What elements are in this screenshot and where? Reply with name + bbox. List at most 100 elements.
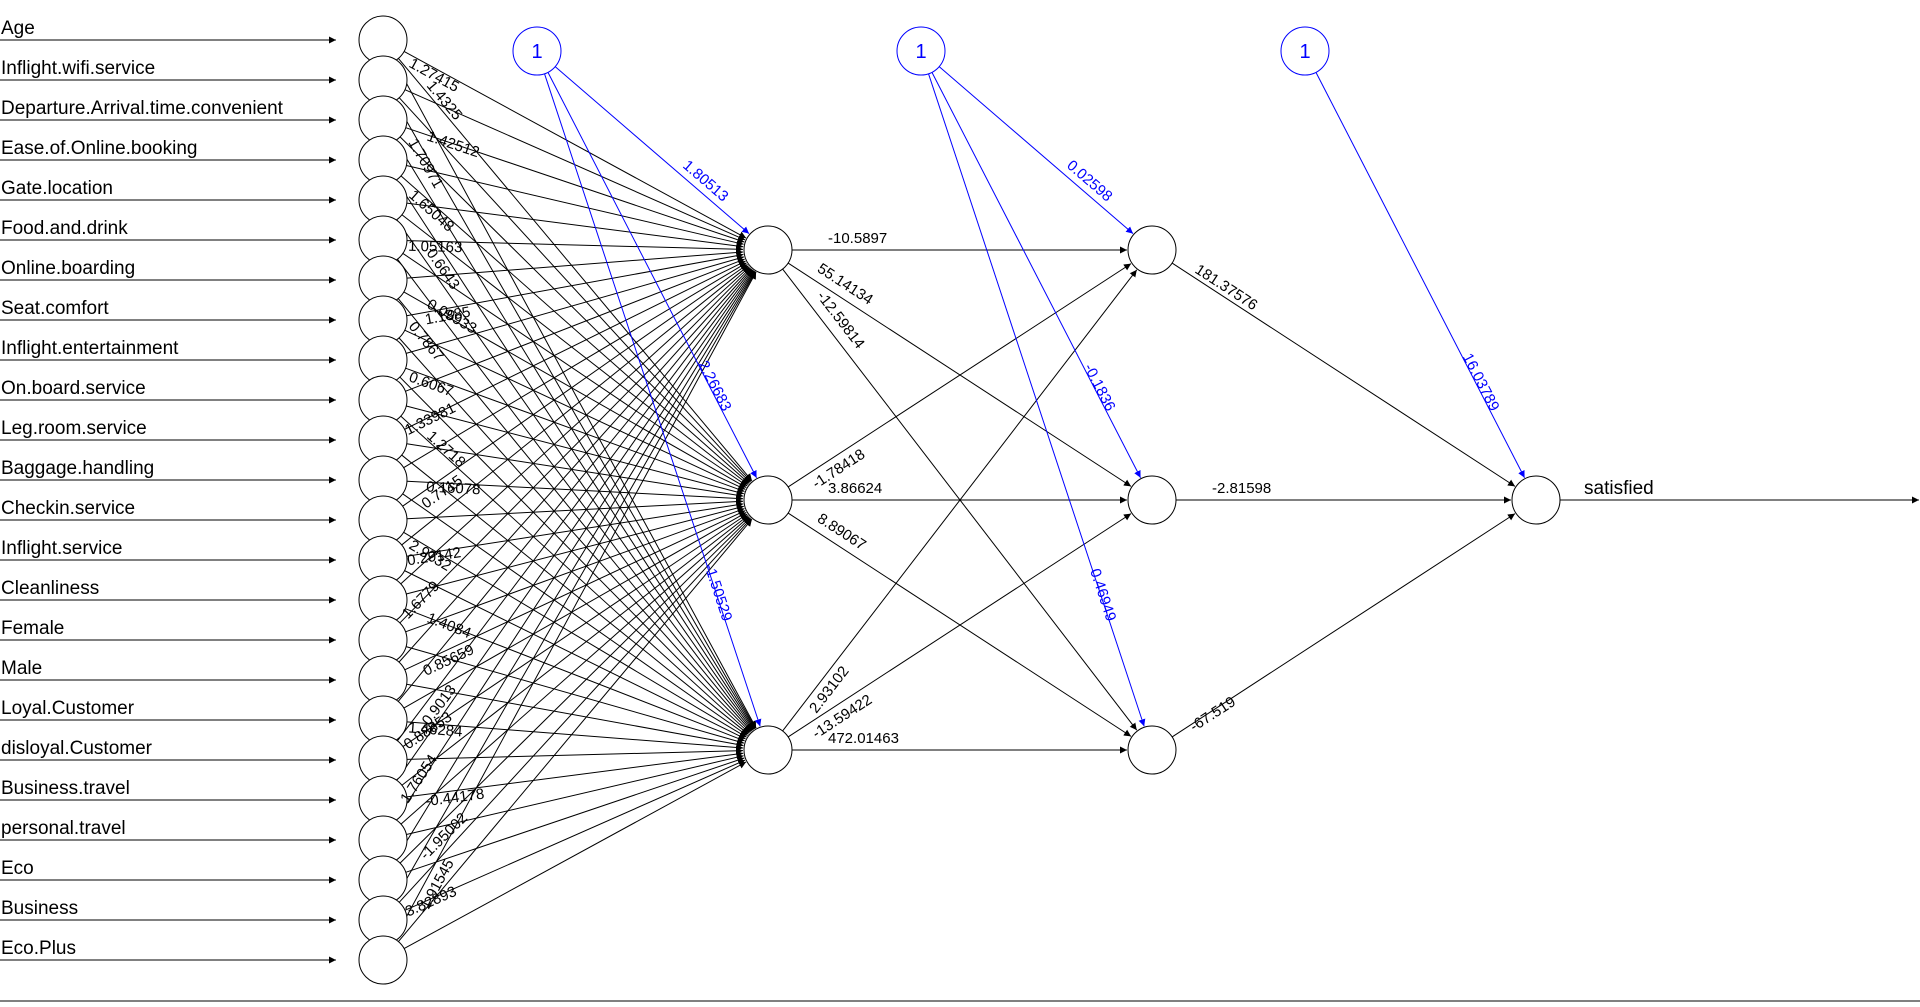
edge-input-17-to-hidden1-0 bbox=[397, 269, 753, 702]
edge-input-18-to-hidden1-0 bbox=[397, 269, 754, 742]
input-label-0: Age bbox=[1, 18, 35, 39]
edge-input-21-to-hidden1-2 bbox=[405, 756, 745, 873]
bias-weight-hidden2-0: 0.02598 bbox=[1063, 157, 1115, 205]
output-label: satisfied bbox=[1584, 478, 1654, 499]
input-label-15: Female bbox=[1, 618, 64, 639]
input-label-11: Baggage.handling bbox=[1, 458, 154, 479]
edge-input-0-to-hidden1-1 bbox=[398, 58, 753, 482]
edge-input-9-to-hidden1-2 bbox=[400, 415, 750, 734]
edge-input-0-to-hidden1-2 bbox=[394, 60, 757, 729]
bias-edge-0-0 bbox=[554, 66, 750, 235]
input-weight-label-25: -1.95002 bbox=[417, 810, 471, 864]
edge-input-21-to-hidden1-0 bbox=[395, 271, 756, 860]
edge-input-20-to-hidden1-1 bbox=[400, 516, 750, 825]
input-weight-label-6: 1.05163 bbox=[408, 238, 463, 256]
edge-layer bbox=[0, 36, 1919, 964]
edge-input-1-to-hidden1-2 bbox=[394, 100, 756, 729]
edge-input-23-to-hidden1-1 bbox=[398, 518, 753, 942]
edge-input-3-to-hidden1-1 bbox=[400, 175, 750, 484]
edge-input-1-to-hidden1-1 bbox=[398, 97, 752, 482]
input-label-13: Inflight.service bbox=[1, 538, 122, 559]
hidden2-node-2 bbox=[1127, 725, 1177, 775]
edge-hidden2-2-to-output bbox=[1171, 513, 1516, 738]
input-label-14: Cleanliness bbox=[1, 578, 99, 599]
input-weight-label-11: 1.2718 bbox=[423, 428, 468, 471]
edge-input-19-to-hidden1-1 bbox=[401, 514, 749, 786]
node-layer bbox=[358, 15, 1561, 985]
output-weight-h2_3_to_out: -67.519 bbox=[1187, 693, 1239, 735]
bias-node-label-0: 1 bbox=[531, 41, 542, 63]
bias-edge-layer bbox=[544, 66, 1526, 727]
edge-input-0-to-hidden1-0 bbox=[403, 51, 747, 239]
edge-input-19-to-hidden1-2 bbox=[406, 750, 744, 798]
edge-input-20-to-hidden1-2 bbox=[406, 753, 744, 836]
edge-input-3-to-hidden1-0 bbox=[406, 164, 744, 247]
input-label-19: Business.travel bbox=[1, 778, 130, 799]
output-weight-h2_1_to_out: 181.37576 bbox=[1192, 261, 1261, 314]
edge-input-16-to-hidden1-1 bbox=[404, 510, 746, 671]
edge-input-10-to-hidden1-1 bbox=[406, 443, 744, 499]
edge-input-11-to-hidden1-0 bbox=[403, 262, 747, 469]
edge-input-17-to-hidden1-1 bbox=[403, 511, 747, 709]
input-label-10: Leg.room.service bbox=[1, 418, 147, 439]
input-label-4: Gate.location bbox=[1, 178, 113, 199]
edge-input-12-to-hidden1-2 bbox=[403, 531, 747, 738]
edge-hidden1-2-to-hidden2-0 bbox=[782, 269, 1138, 732]
edge-input-9-to-hidden1-1 bbox=[406, 405, 744, 496]
hidden-weight-h1_2_to_h2_2: 3.86624 bbox=[828, 480, 882, 497]
edge-input-14-to-hidden1-1 bbox=[406, 504, 744, 595]
input-label-6: Online.boarding bbox=[1, 258, 135, 279]
edge-input-2-to-hidden1-1 bbox=[399, 136, 751, 483]
bias-edge-0-1 bbox=[547, 72, 758, 478]
edge-input-5-to-hidden1-2 bbox=[397, 258, 754, 731]
bias-weight-hidden2-1: -0.1836 bbox=[1080, 361, 1118, 414]
hidden1-node-1 bbox=[743, 475, 793, 525]
edge-input-15-to-hidden1-0 bbox=[399, 267, 751, 624]
input-label-23: Eco.Plus bbox=[1, 938, 76, 959]
input-label-12: Checkin.service bbox=[1, 498, 135, 519]
edge-input-22-to-hidden1-0 bbox=[394, 271, 756, 900]
edge-input-14-to-hidden1-0 bbox=[400, 266, 750, 585]
edge-input-18-to-hidden1-1 bbox=[402, 513, 748, 747]
edge-input-6-to-hidden1-0 bbox=[406, 248, 744, 279]
hidden2-node-1 bbox=[1127, 475, 1177, 525]
hidden-weight-h1_1_to_h2_1: -10.5897 bbox=[828, 230, 887, 247]
input-label-7: Seat.comfort bbox=[1, 298, 109, 319]
input-weight-label-23: -0.44178 bbox=[424, 786, 485, 810]
input-weight-label-13: 0.16078 bbox=[426, 479, 481, 499]
bias-node-2 bbox=[1280, 26, 1330, 76]
edge-input-13-to-hidden1-1 bbox=[406, 501, 744, 557]
edge-input-2-to-hidden1-2 bbox=[395, 140, 756, 729]
bias-node-label-2: 1 bbox=[1299, 41, 1310, 63]
output-weight-h2_2_to_out: -2.81598 bbox=[1212, 480, 1271, 497]
edge-input-20-to-hidden1-0 bbox=[395, 270, 755, 821]
edge-input-5-to-hidden1-1 bbox=[402, 253, 748, 487]
edge-input-11-to-hidden1-2 bbox=[402, 493, 748, 737]
edge-input-5-to-hidden1-0 bbox=[406, 240, 744, 253]
edge-input-23-to-hidden1-0 bbox=[394, 271, 757, 940]
edge-input-16-to-hidden1-2 bbox=[406, 683, 744, 748]
edge-input-16-to-hidden1-0 bbox=[398, 268, 752, 663]
edge-input-12-to-hidden1-0 bbox=[402, 263, 748, 507]
edge-input-17-to-hidden1-2 bbox=[406, 721, 744, 752]
edge-input-22-to-hidden1-1 bbox=[398, 518, 752, 903]
edge-input-4-to-hidden1-2 bbox=[396, 219, 755, 730]
bias-edge-1-0 bbox=[938, 66, 1134, 235]
input-label-2: Departure.Arrival.time.convenient bbox=[1, 98, 284, 119]
edge-hidden2-0-to-output bbox=[1171, 262, 1516, 487]
edge-input-3-to-hidden1-2 bbox=[395, 179, 755, 730]
input-label-3: Ease.of.Online.booking bbox=[1, 138, 197, 159]
edge-hidden1-1-to-hidden2-0 bbox=[787, 263, 1132, 488]
edge-input-11-to-hidden1-1 bbox=[406, 480, 744, 502]
edge-input-13-to-hidden1-0 bbox=[401, 265, 749, 546]
edge-input-4-to-hidden1-0 bbox=[406, 202, 744, 250]
edge-input-7-to-hidden1-1 bbox=[404, 329, 746, 490]
edge-input-10-to-hidden1-2 bbox=[401, 454, 749, 735]
input-node-23 bbox=[358, 935, 408, 985]
edge-hidden1-2-to-hidden2-1 bbox=[787, 513, 1132, 738]
edge-input-23-to-hidden1-2 bbox=[403, 761, 747, 949]
edge-input-8-to-hidden1-0 bbox=[405, 255, 745, 354]
bias-weight-hidden1-2: -1.50529 bbox=[701, 562, 736, 624]
edge-input-9-to-hidden1-0 bbox=[405, 258, 745, 392]
edge-input-22-to-hidden1-2 bbox=[404, 759, 746, 911]
